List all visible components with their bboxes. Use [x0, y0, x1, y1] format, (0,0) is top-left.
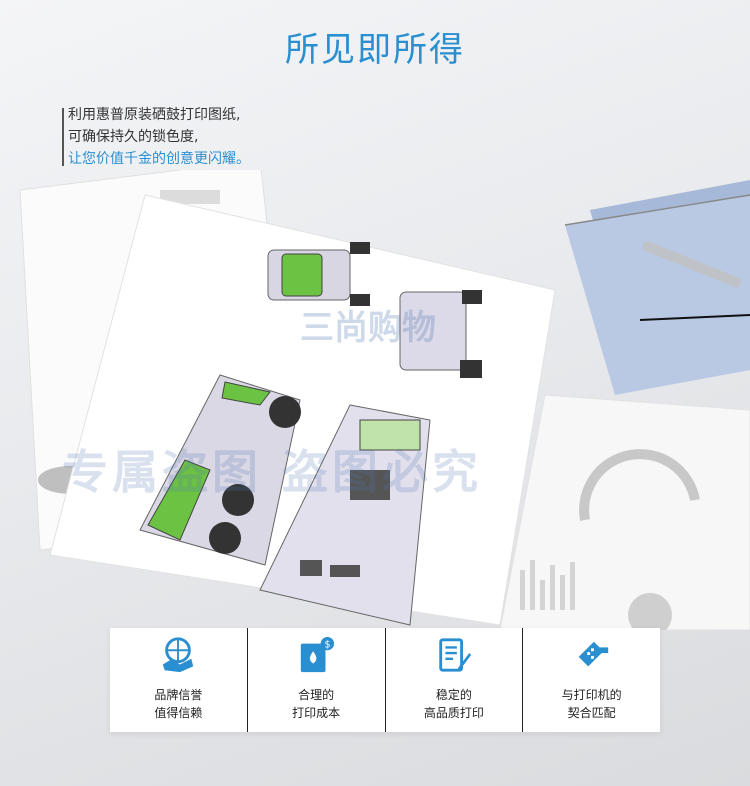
feature-label-2: 契合匹配: [567, 706, 616, 720]
notebook-front: [565, 195, 750, 395]
feature-printer-fit: 与打印机的 契合匹配: [523, 628, 660, 732]
vehicle-rear-view: [399, 290, 482, 378]
pen: [642, 241, 742, 288]
feature-print-cost: $ 合理的 打印成本: [248, 628, 386, 732]
description-line-1: 利用惠普原装硒鼓打印图纸,: [68, 107, 241, 123]
document-pen-icon: [439, 638, 471, 672]
page-title: 所见即所得: [285, 30, 465, 70]
feature-print-quality: 稳定的 高品质打印: [386, 628, 524, 732]
feature-label-1: 品牌信誉: [154, 688, 203, 702]
report-gauge: [579, 449, 700, 521]
notebook-spiral: [564, 194, 750, 226]
description-line-2: 可确保持久的锁色度,: [68, 129, 199, 145]
ink-drop-dollar-icon: $: [300, 636, 335, 673]
background-report-paper: [499, 394, 750, 630]
watermark-logo-text: 三尚购物: [300, 308, 436, 348]
feature-label-2: 高品质打印: [423, 706, 484, 720]
globe-handshake-icon: [163, 637, 194, 673]
feature-label-2: 值得信赖: [154, 706, 203, 720]
feature-label-1: 稳定的: [435, 688, 472, 702]
feature-label-1: 与打印机的: [561, 688, 622, 702]
features-panel: 品牌信誉 值得信赖 $ 合理的 打印成本 稳定的 高品质打印: [110, 628, 660, 732]
watermark-text: 专属盗图 盗图必究: [62, 445, 483, 499]
description: 利用惠普原装硒鼓打印图纸, 可确保持久的锁色度, 让您价值千金的创意更闪耀。: [68, 104, 250, 170]
desk-scene-illustration: [19, 170, 750, 630]
feature-label-1: 合理的: [298, 688, 335, 702]
cartridge-printer-icon: [578, 641, 608, 667]
description-line-3: 让您价值千金的创意更闪耀。: [68, 151, 250, 167]
feature-brand-trust: 品牌信誉 值得信赖: [110, 628, 248, 732]
vehicle-front-view: [259, 404, 431, 626]
description-bar: [62, 108, 64, 166]
svg-text:$: $: [325, 639, 331, 650]
feature-label-2: 打印成本: [292, 706, 341, 720]
vehicle-side-view: [139, 374, 301, 566]
vehicle-top-view: [267, 242, 370, 306]
